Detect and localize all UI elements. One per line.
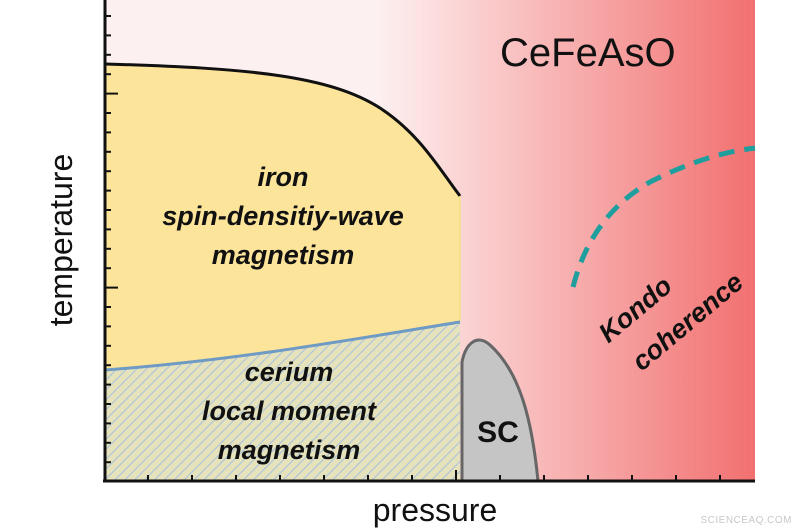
cerium-line-3: magnetism xyxy=(218,435,361,465)
iron-sdw-boundary xyxy=(104,62,462,197)
cerium-label: cerium local moment magnetism xyxy=(202,357,377,465)
cerium-line-2: local moment xyxy=(202,396,377,426)
cerium-boundary xyxy=(104,320,461,372)
sc-dome xyxy=(460,338,540,483)
axes xyxy=(103,0,755,483)
iron-sdw-line-1: iron xyxy=(258,162,309,192)
x-axis-ticks xyxy=(147,470,721,481)
diagram-title: CeFeAsO xyxy=(500,31,676,75)
iron-sdw-label: iron spin-densitiy-wave magnetism xyxy=(162,162,404,270)
watermark: SCIENCEAQ.COM xyxy=(700,515,792,526)
iron-sdw-line-2: spin-densitiy-wave xyxy=(162,201,404,231)
sc-label: SC xyxy=(477,416,519,449)
iron-sdw-line-3: magnetism xyxy=(212,240,355,270)
x-axis-label: pressure xyxy=(373,492,498,528)
kondo-coherence-curve xyxy=(570,145,756,288)
y-axis-label: temperature xyxy=(43,154,79,327)
cerium-line-1: cerium xyxy=(245,357,334,387)
iron-sdw-region xyxy=(105,64,460,370)
y-axis-ticks xyxy=(105,15,118,464)
